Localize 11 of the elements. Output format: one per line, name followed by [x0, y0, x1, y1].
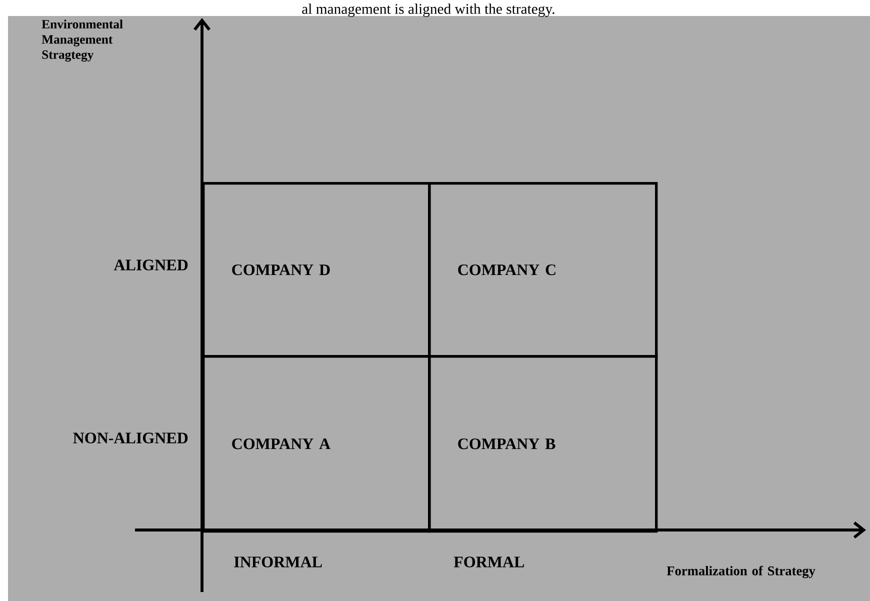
caption-text: al management is aligned with the strategy. [302, 4, 554, 17]
quadrant-cell: COMPANY B [428, 355, 658, 533]
axis-label: Formalization of Strategy [666, 566, 816, 578]
axis-label: ALIGNED [114, 260, 188, 270]
axis-label: FORMAL [454, 556, 524, 568]
quadrant-cell: COMPANY D [202, 182, 431, 358]
axis-label: Environmental Management Stragtegy [42, 20, 123, 62]
quadrant-cell: COMPANY C [428, 182, 658, 358]
axis-label: NON-ALIGNED [73, 432, 188, 444]
axis-label: INFORMAL [234, 556, 322, 568]
quadrant-cell: COMPANY A [202, 355, 431, 533]
